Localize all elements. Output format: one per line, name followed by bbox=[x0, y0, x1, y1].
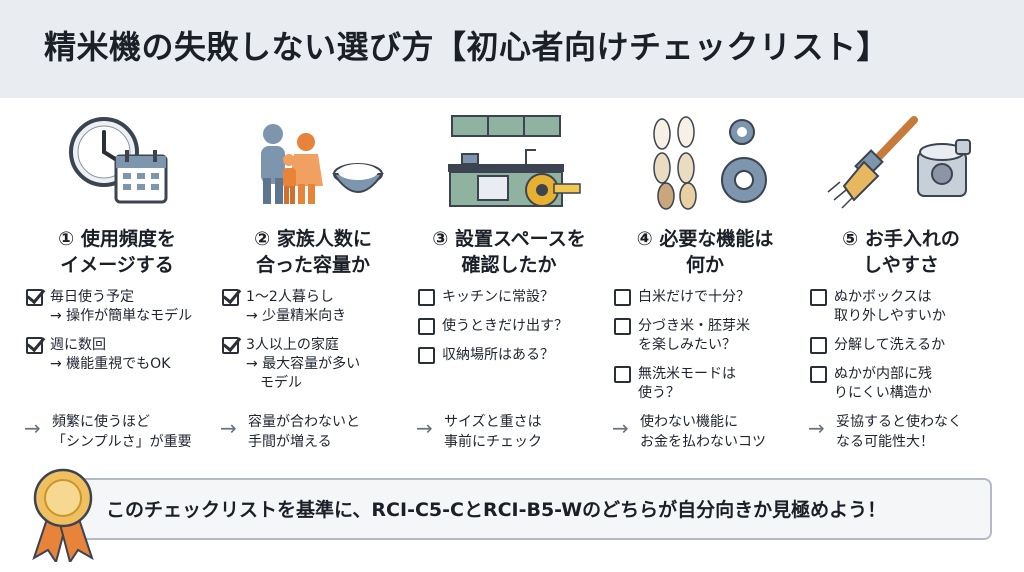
column-title: ① 使用頻度をイメージする bbox=[58, 228, 176, 276]
checklist-items: キッチンに常設？ 使うときだけ出す？ 収納場所はある？ bbox=[414, 288, 614, 375]
family-rice-bowl-icon bbox=[261, 124, 384, 204]
checkbox-unchecked[interactable] bbox=[614, 318, 631, 335]
checkbox-unchecked[interactable] bbox=[810, 289, 827, 306]
clock-calendar-icon bbox=[69, 117, 168, 204]
checklist-column-1: ① 使用頻度をイメージする 毎日使う予定→ 操作が簡単なモデル 週に数回→ 機能… bbox=[22, 112, 222, 462]
tip-note: →妥協すると使わなくなる可能性大！ bbox=[808, 414, 962, 450]
kitchen-tape-measure-icon bbox=[448, 115, 581, 207]
checklist-item[interactable]: キッチンに常設？ bbox=[414, 288, 614, 307]
header-bar bbox=[0, 0, 1024, 98]
arrow-right-icon: → bbox=[612, 416, 629, 440]
checklist-item[interactable]: 収納場所はある？ bbox=[414, 346, 614, 365]
checklist-items: 白米だけで十分？ 分づき米・胚芽米を楽しみたい？ 無洗米モードは使う？ bbox=[610, 288, 810, 413]
summary-banner bbox=[62, 478, 992, 540]
checklist-column-2: ② 家族人数に合った容量か 1〜2人暮らし→ 少量精米向き 3人以上の家庭→ 最… bbox=[218, 112, 418, 462]
page-title: 精米機の失敗しない選び方【初心者向けチェックリスト】 bbox=[44, 28, 890, 66]
tip-note: →使わない機能にお金を払わないコツ bbox=[612, 414, 766, 450]
checkbox-unchecked[interactable] bbox=[418, 347, 435, 364]
checklist-column-5: ⑤ お手入れのしやすさ ぬかボックスは取り外しやすいか 分解して洗えるか ぬかが… bbox=[806, 112, 1006, 462]
checkbox-unchecked[interactable] bbox=[614, 289, 631, 306]
banner-text: このチェックリストを基準に、RCI-C5-CとRCI-B5-Wのどちらが自分向き… bbox=[106, 499, 887, 521]
column-title: ⑤ お手入れのしやすさ bbox=[842, 228, 960, 276]
checklist-item[interactable]: 使うときだけ出す？ bbox=[414, 317, 614, 336]
checklist-items: 1〜2人暮らし→ 少量精米向き 3人以上の家庭→ 最大容量が多いモデル bbox=[218, 288, 418, 403]
checklist-column-4: ④ 必要な機能は何か 白米だけで十分？ 分づき米・胚芽米を楽しみたい？ 無洗米モ… bbox=[610, 112, 810, 462]
checklist-item[interactable]: 無洗米モードは使う？ bbox=[610, 365, 810, 403]
checkbox-checked[interactable] bbox=[26, 289, 43, 306]
checkbox-checked[interactable] bbox=[222, 289, 239, 306]
award-medal-icon bbox=[32, 468, 94, 562]
checklist-item[interactable]: 週に数回→ 機能重視でもOK bbox=[22, 336, 222, 374]
checklist-items: ぬかボックスは取り外しやすいか 分解して洗えるか ぬかが内部に残りにくい構造か bbox=[806, 288, 1006, 413]
checkbox-checked[interactable] bbox=[26, 337, 43, 354]
checkbox-unchecked[interactable] bbox=[810, 337, 827, 354]
checklist-item[interactable]: 毎日使う予定→ 操作が簡単なモデル bbox=[22, 288, 222, 326]
checkbox-unchecked[interactable] bbox=[810, 366, 827, 383]
column-title: ④ 必要な機能は何か bbox=[636, 228, 774, 276]
arrow-right-icon: → bbox=[24, 416, 41, 440]
column-title: ③ 設置スペースを確認したか bbox=[432, 228, 586, 276]
checklist-item[interactable]: 分解して洗えるか bbox=[806, 336, 1006, 355]
arrow-right-icon: → bbox=[220, 416, 237, 440]
checklist-item[interactable]: ぬかが内部に残りにくい構造か bbox=[806, 365, 1006, 403]
rice-grains-gears-icon bbox=[653, 116, 767, 210]
checkbox-checked[interactable] bbox=[222, 337, 239, 354]
checklist-item[interactable]: 白米だけで十分？ bbox=[610, 288, 810, 307]
checkbox-unchecked[interactable] bbox=[418, 289, 435, 306]
checkbox-unchecked[interactable] bbox=[418, 318, 435, 335]
brush-machine-part-icon bbox=[827, 116, 971, 209]
checkbox-unchecked[interactable] bbox=[614, 366, 631, 383]
tip-note: →サイズと重さは事前にチェック bbox=[416, 414, 542, 450]
checklist-column-3: ③ 設置スペースを確認したか キッチンに常設？ 使うときだけ出す？ 収納場所はあ… bbox=[414, 112, 614, 462]
tip-note: →頻繁に使うほど「シンプルさ」が重要 bbox=[24, 414, 192, 450]
arrow-right-icon: → bbox=[808, 416, 825, 440]
checklist-item[interactable]: 1〜2人暮らし→ 少量精米向き bbox=[218, 288, 418, 326]
tip-note: →容量が合わないと手間が増える bbox=[220, 414, 360, 450]
checklist-items: 毎日使う予定→ 操作が簡単なモデル 週に数回→ 機能重視でもOK bbox=[22, 288, 222, 384]
checklist-item[interactable]: 3人以上の家庭→ 最大容量が多いモデル bbox=[218, 336, 418, 393]
checklist-item[interactable]: ぬかボックスは取り外しやすいか bbox=[806, 288, 1006, 326]
checklist-item[interactable]: 分づき米・胚芽米を楽しみたい？ bbox=[610, 317, 810, 355]
column-title: ② 家族人数に合った容量か bbox=[254, 228, 372, 276]
arrow-right-icon: → bbox=[416, 416, 433, 440]
